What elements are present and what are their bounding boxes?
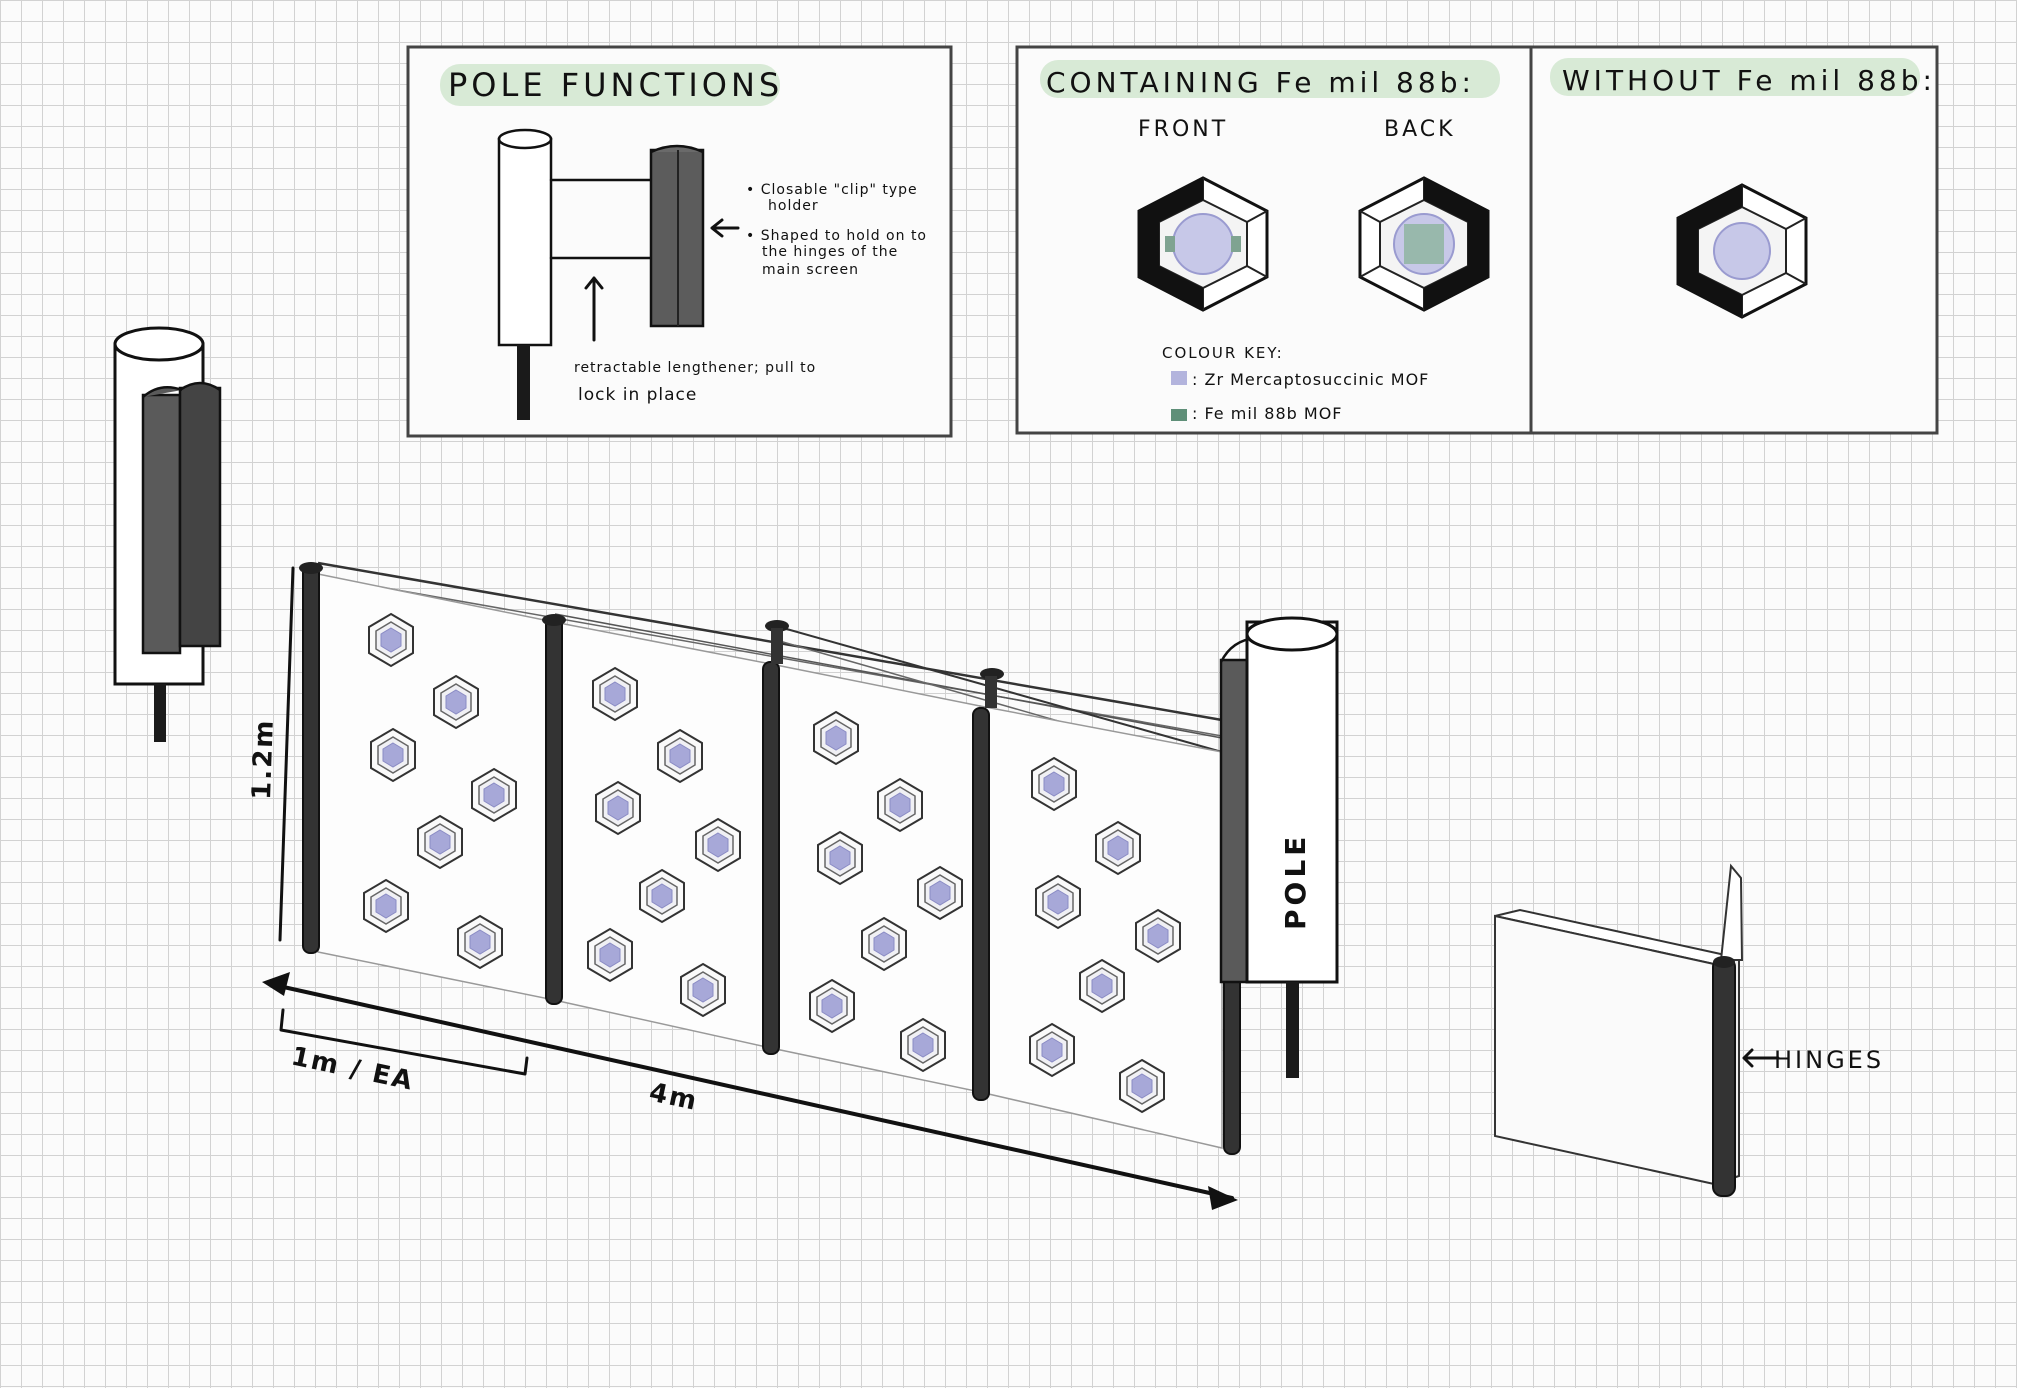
front-label: FRONT [1138, 117, 1228, 142]
hinge-pole-1 [299, 562, 323, 954]
arrow-up-icon [584, 276, 604, 342]
screen-panel-1 [317, 573, 555, 1001]
pole-label: POLE [1279, 833, 1312, 930]
zr-key-label: : Zr Mercaptosuccinic MOF [1192, 370, 1429, 389]
note-shape-line-1: • Shaped to hold on to [746, 228, 927, 244]
screen-panel-4 [979, 705, 1223, 1149]
note-clip-line-1: • Closable "clip" type [746, 182, 918, 198]
without-highlight [1550, 58, 1920, 96]
arrow-left-icon [710, 218, 740, 238]
height-label: 1.2m [247, 718, 280, 800]
total-label: 4m [647, 1078, 701, 1118]
without-title: WITHOUT Fe mil 88b: [1562, 64, 1936, 97]
fe-swatch [1171, 409, 1187, 421]
zr-swatch [1171, 371, 1187, 385]
total-dimension-line [268, 982, 1234, 1200]
note-clip-line-2: holder [768, 198, 819, 214]
note-shape-line-3: main screen [762, 262, 859, 278]
hinge-detail: HINGES [1494, 863, 1884, 1197]
note-retract-line-1: retractable lengthener; pull to [574, 360, 816, 376]
back-hex-icon [1358, 176, 1490, 312]
hinges-label: HINGES [1774, 1046, 1884, 1074]
front-hex-icon [1137, 176, 1269, 312]
note-shape-line-2: the hinges of the [762, 244, 898, 260]
each-bracket [279, 1008, 529, 1076]
arrow-right-head-icon [1208, 1186, 1238, 1210]
containing-highlight [1040, 60, 1500, 98]
title-highlight [440, 64, 780, 106]
containing-title: CONTAINING Fe mil 88b: [1046, 66, 1475, 99]
pole-cylinder-illustration [497, 128, 740, 420]
hinge-pole-4 [972, 668, 1004, 1101]
without-hex-icon [1676, 183, 1808, 319]
standalone-pole [113, 326, 222, 742]
hinge-pole-3 [762, 620, 789, 1055]
back-label: BACK [1384, 117, 1456, 142]
note-retract-line-2: lock in place [578, 385, 697, 405]
fe-key-label: : Fe mil 88b MOF [1192, 404, 1343, 423]
pole-functions-title: POLE FUNCTIONS [448, 66, 783, 104]
colour-key-title: COLOUR KEY: [1162, 344, 1284, 362]
hinges-arrow-icon [1742, 1048, 1780, 1068]
screen-assembly: POLE 1.2m 1m / EA 4m [247, 561, 1339, 1210]
mof-panel: CONTAINING Fe mil 88b: WITHOUT Fe mil 88… [1015, 45, 1939, 435]
pole-functions-panel: POLE FUNCTIONS • Closable "clip" type ho… [406, 45, 953, 438]
hinge-pole-2 [542, 614, 566, 1005]
arrow-left-head-icon [262, 972, 290, 996]
height-dimension-line [278, 566, 295, 942]
